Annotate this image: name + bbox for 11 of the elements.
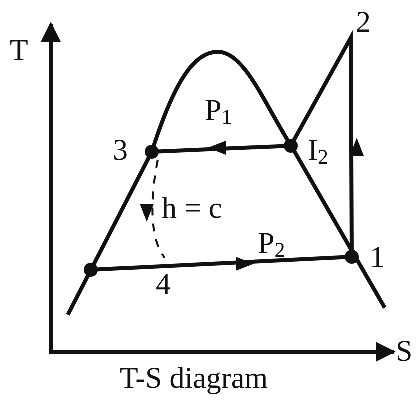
point-label: 1 <box>370 243 385 273</box>
process-label: h = c <box>162 194 222 224</box>
point-label: 3 <box>113 136 128 166</box>
axis-label: S <box>396 337 413 367</box>
point-label: 4 <box>156 270 171 300</box>
axis-label: T <box>10 36 28 66</box>
point-label: I$_{2}$ <box>308 136 328 166</box>
caption: T-S diagram <box>120 364 268 394</box>
point-label: 2 <box>356 8 371 38</box>
pressure-label: P$_{2}$ <box>258 229 286 259</box>
pressure-label: P$_{1}$ <box>205 96 232 126</box>
